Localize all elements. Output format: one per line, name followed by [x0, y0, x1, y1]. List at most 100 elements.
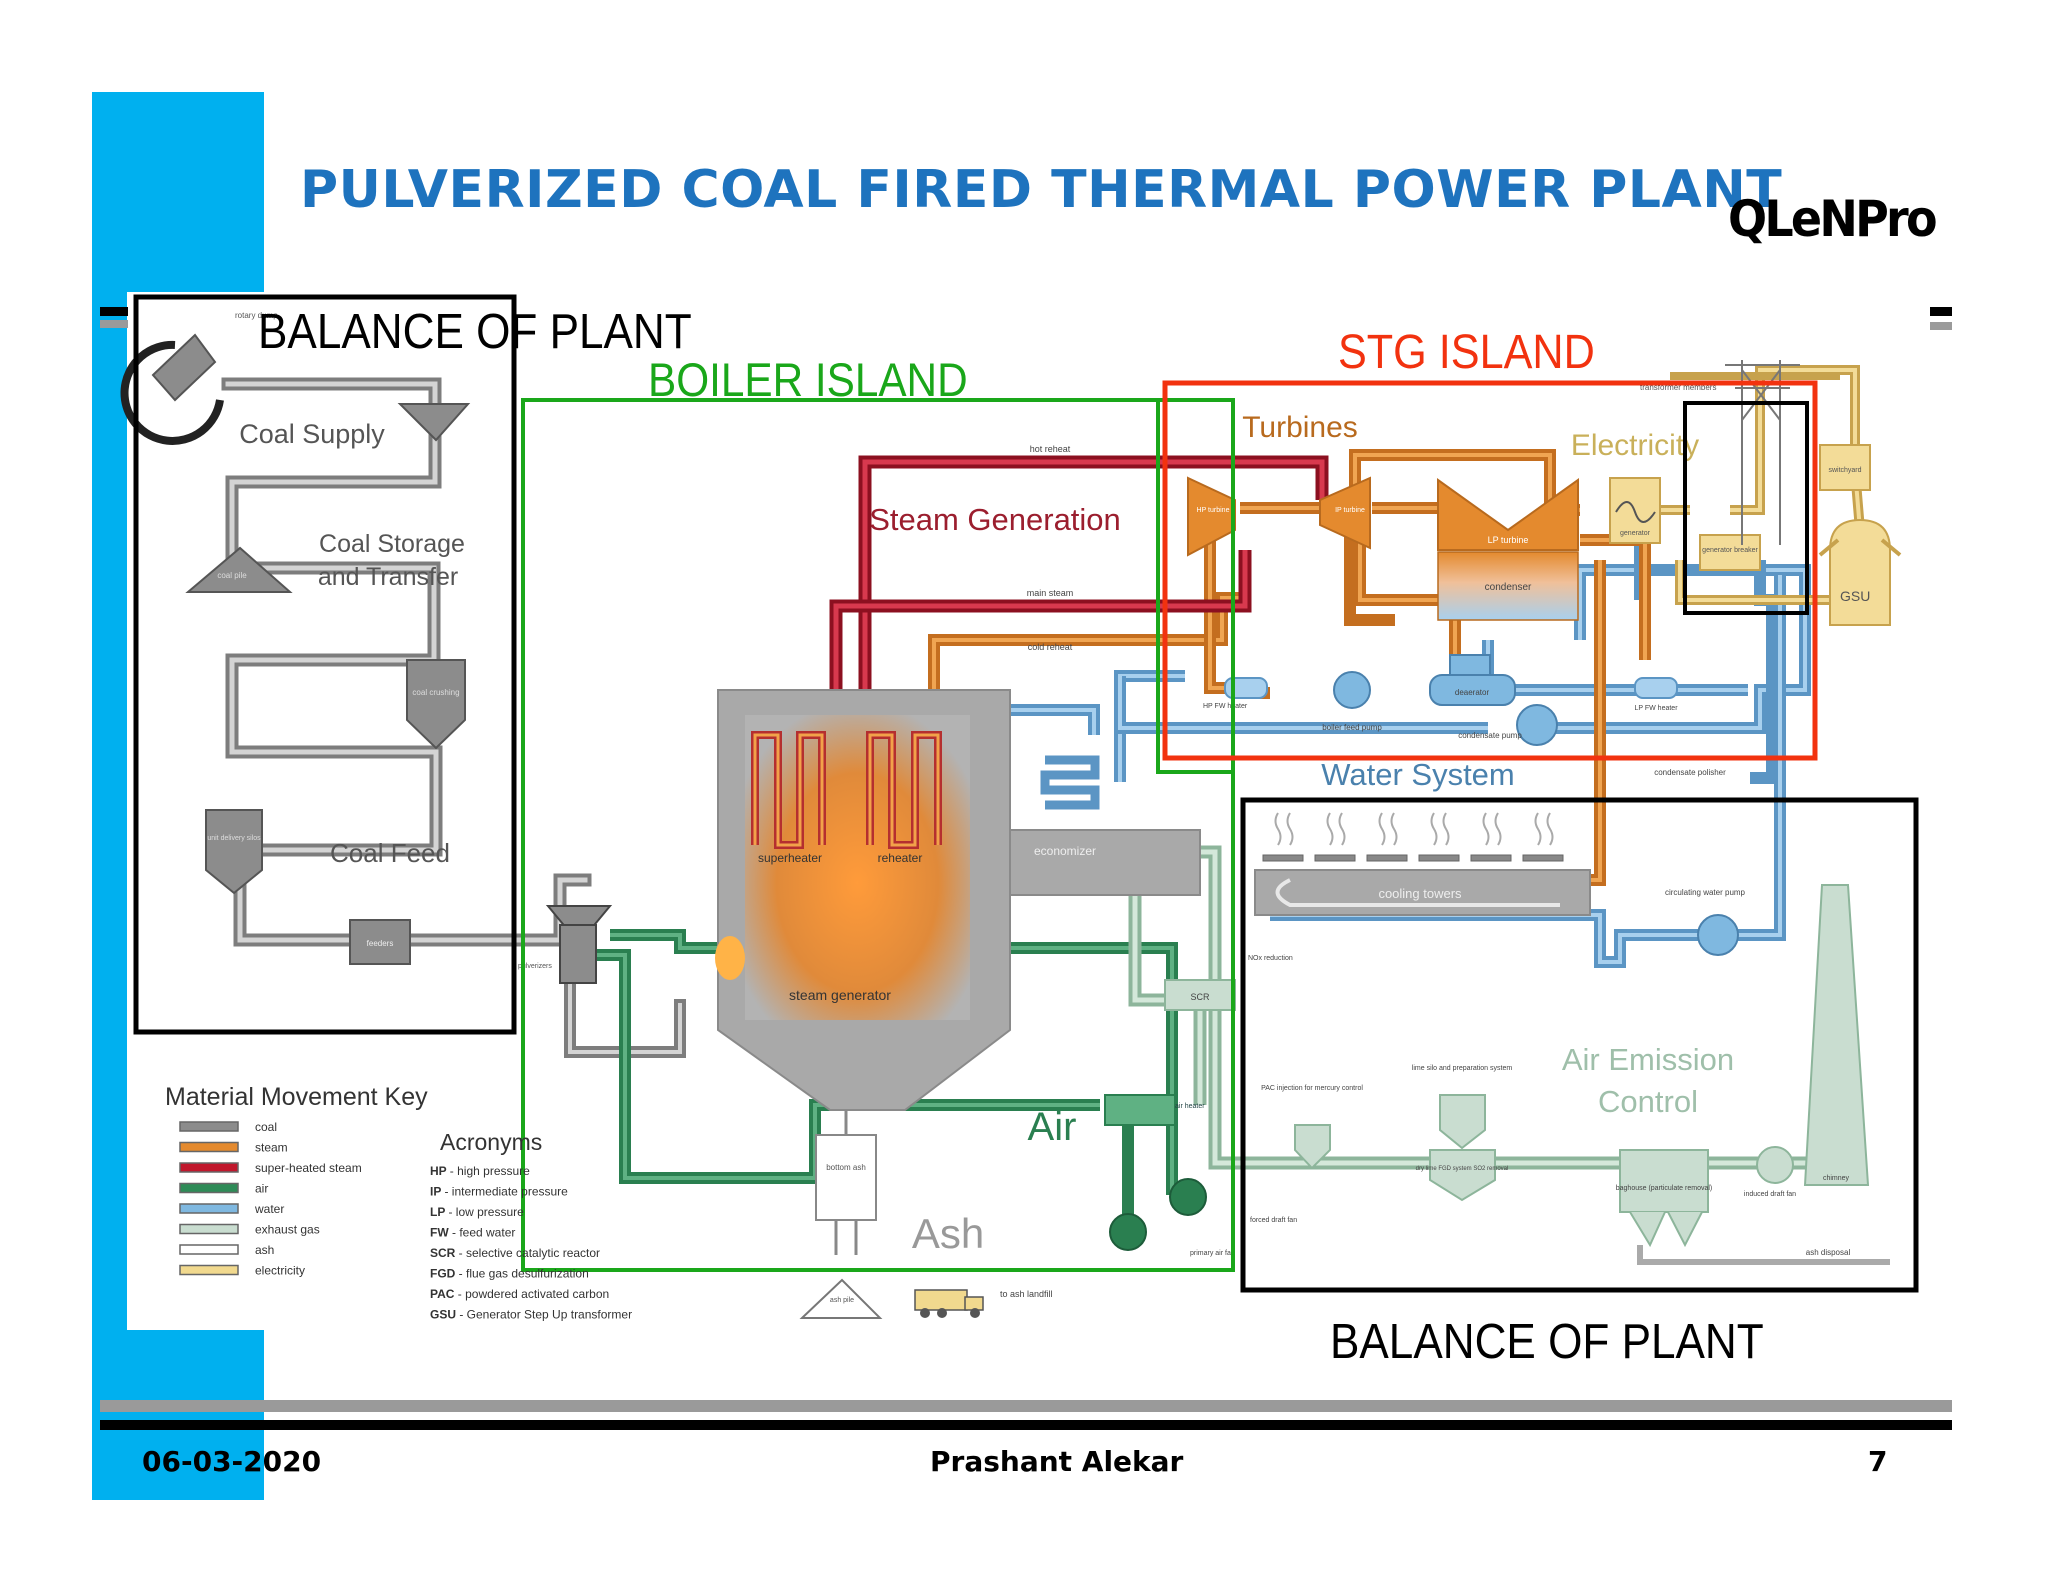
balance-of-plant-top-box [133, 294, 517, 1035]
pac-injection: PAC injection for mercury control [1261, 1085, 1363, 1170]
tube-bundles-inner [753, 733, 940, 847]
svg-text:SCR: SCR [1190, 992, 1210, 1002]
forced-draft-fan: forced draft fan [1169, 1178, 1297, 1224]
ip-turbine: IP turbine [1319, 476, 1371, 550]
svg-text:deaerator: deaerator [1455, 688, 1490, 697]
steam-generation-label: Steam Generation [869, 502, 1121, 537]
key-swatch [179, 1182, 239, 1194]
lp-fw-heater: LP FW heater [1634, 677, 1678, 712]
acronym-entry: FW - feed water [430, 1226, 515, 1240]
acronyms-title: Acronyms [440, 1129, 542, 1155]
ash-label: Ash [912, 1210, 984, 1257]
cooling-towers: cooling towers [1254, 812, 1591, 916]
acronym-entry: SCR - selective catalytic reactor [430, 1246, 600, 1260]
air-emission-control-label: Control [1598, 1084, 1698, 1119]
svg-text:PAC injection for mercury cont: PAC injection for mercury control [1261, 1085, 1363, 1092]
cold-reheat-label: cold reheat [1028, 642, 1073, 652]
svg-text:condensate pump: condensate pump [1458, 731, 1522, 740]
stg-island-box [1162, 380, 1818, 761]
scr-unit: SCR NOx reduction [1164, 955, 1293, 1011]
svg-text:boiler feed pump: boiler feed pump [1322, 723, 1382, 732]
svg-text:air heater: air heater [1175, 1103, 1205, 1110]
to-ash-landfill-label: to ash landfill [1000, 1289, 1053, 1299]
key-label: water [254, 1202, 284, 1216]
key-swatch [179, 1121, 239, 1132]
svg-text:chimney: chimney [1823, 1175, 1850, 1182]
superheater-label: superheater [758, 851, 822, 865]
svg-text:LP FW heater: LP FW heater [1634, 705, 1678, 712]
svg-text:switchyard: switchyard [1828, 467, 1861, 474]
coal-transfer-label: and Transfer [318, 563, 458, 591]
qlenpro-logo: QLeNPro [1728, 190, 1938, 248]
generator-breaker: generator breaker [1699, 534, 1761, 571]
key-swatch [179, 1244, 239, 1255]
svg-text:economizer: economizer [1034, 844, 1096, 858]
svg-text:bottom ash: bottom ash [826, 1163, 866, 1172]
key-label: steam [255, 1141, 288, 1155]
svg-text:circulating water pump: circulating water pump [1665, 888, 1746, 897]
acronym-entry: GSU - Generator Step Up transformer [430, 1308, 632, 1322]
generator-breaker-box [1683, 401, 1809, 615]
generator: generator [1609, 477, 1661, 544]
lime-silo: lime silo and preparation system [1412, 1065, 1512, 1150]
condensate-polisher-label: condensate polisher [1654, 768, 1726, 777]
svg-text:NOx reduction: NOx reduction [1248, 955, 1293, 962]
ash-disposal-line [1637, 1245, 1890, 1265]
key-swatch [179, 1141, 239, 1153]
baghouse: baghouse (particulate removal) [1616, 1149, 1713, 1248]
hp-fw-heater: HP FW heater [1203, 677, 1268, 710]
right-header-dash [1930, 307, 1952, 316]
svg-text:ash pile: ash pile [830, 1297, 854, 1304]
acronym-entry: IP - intermediate pressure [430, 1185, 568, 1199]
svg-text:cooling towers: cooling towers [1378, 886, 1462, 901]
steam-generator: steam generator [715, 689, 1011, 1111]
main-steam-label: main steam [1027, 588, 1074, 598]
coal-feed-label: Coal Feed [330, 838, 450, 868]
economizer: economizer [1009, 755, 1201, 896]
left-header-dash [100, 307, 128, 316]
ash-truck-icon [914, 1289, 984, 1318]
ash-pile: ash pile [799, 1278, 883, 1319]
right-header-dash-gray [1930, 322, 1952, 330]
acronym-entry: HP - high pressure [430, 1164, 530, 1178]
coal-pile: coal pile [185, 546, 293, 593]
footer-author: Prashant Alekar [930, 1445, 1184, 1478]
svg-text:GSU: GSU [1840, 588, 1870, 604]
svg-text:generator: generator [1620, 530, 1651, 537]
svg-text:generator breaker: generator breaker [1702, 547, 1758, 554]
boiler-island-box [521, 398, 1235, 1272]
key-swatch [179, 1223, 239, 1235]
reheater-label: reheater [878, 851, 923, 865]
primary-air-fan: primary air fan [1109, 1213, 1235, 1257]
turbines-label: Turbines [1242, 411, 1358, 444]
stg-island-label: STG ISLAND [1338, 325, 1595, 379]
svg-text:HP FW heater: HP FW heater [1203, 703, 1248, 710]
key-label: super-heated steam [255, 1161, 362, 1175]
pulverizer: pulverizers [518, 905, 613, 984]
svg-text:coal pile: coal pile [217, 571, 247, 580]
key-label: air [255, 1182, 268, 1196]
key-label: exhaust gas [255, 1223, 320, 1237]
svg-text:rotary dump: rotary dump [235, 311, 278, 320]
condensate-pump: condensate pump [1458, 704, 1558, 746]
water-system-label: Water System [1321, 757, 1515, 792]
svg-text:IP turbine: IP turbine [1335, 507, 1365, 514]
coal-hopper [397, 403, 471, 442]
footer-page-number: 7 [1868, 1445, 1888, 1478]
boiler-island-label: BOILER ISLAND [648, 355, 968, 407]
svg-text:LP turbine: LP turbine [1488, 535, 1529, 545]
acronym-entry: PAC - powdered activated carbon [430, 1287, 609, 1301]
svg-text:condenser: condenser [1485, 582, 1532, 593]
coal-crushing: coal crushing [406, 659, 466, 750]
balance-of-plant-bottom-label: BALANCE OF PLANT [1330, 1314, 1764, 1369]
unit-delivery-silos: unit delivery silos [205, 809, 263, 895]
svg-text:baghouse (particulate removal): baghouse (particulate removal) [1616, 1185, 1713, 1192]
svg-text:unit delivery silos: unit delivery silos [207, 835, 261, 842]
condenser: condenser [1437, 551, 1579, 621]
ash-disposal-label: ash disposal [1806, 1248, 1851, 1257]
bottom-ash-hopper: bottom ash [815, 1110, 877, 1255]
footer-rule-black [100, 1420, 1952, 1430]
svg-text:steam generator: steam generator [789, 987, 891, 1003]
